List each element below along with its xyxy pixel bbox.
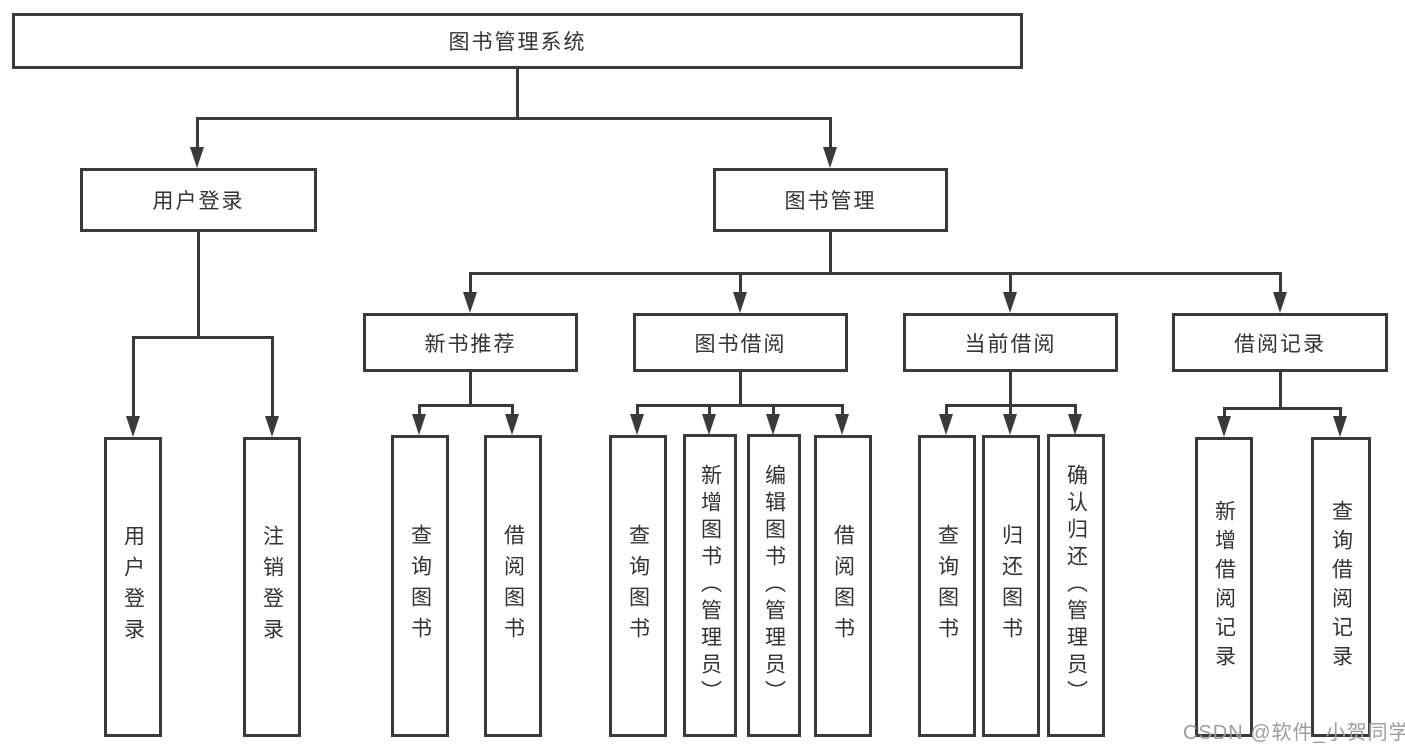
connector-line — [945, 404, 948, 415]
leaf-logout: 注销登录 — [243, 437, 301, 737]
connector-line — [841, 404, 844, 415]
leaf-borrow-books-borrowing: 借阅图书 — [814, 435, 872, 737]
arrowhead-down-icon — [1003, 414, 1017, 435]
leaf-add-books-admin: 新增图书（管理员） — [683, 434, 737, 737]
arrowhead-down-icon — [702, 414, 716, 435]
node-label: 用户登录 — [152, 190, 245, 213]
leaf-edit-books-admin: 编辑图书（管理员） — [747, 434, 801, 737]
arrowhead-down-icon — [265, 416, 279, 437]
leaf-label: 新增图书（管理员） — [698, 464, 722, 707]
connector-line — [511, 404, 514, 415]
leaf-query-books-current: 查询图书 — [918, 435, 976, 737]
leaf-label: 注销登录 — [260, 525, 284, 649]
leaf-label: 编辑图书（管理员） — [762, 464, 786, 707]
connector-line — [197, 232, 200, 339]
connector-line — [196, 117, 832, 120]
leaf-label: 新增借阅记录 — [1212, 500, 1236, 674]
node-label: 新书推荐 — [424, 332, 517, 356]
connector-line — [469, 372, 472, 407]
connector-line — [196, 117, 199, 149]
connector-line — [469, 272, 1281, 275]
connector-line — [1009, 404, 1012, 415]
connector-line — [1279, 272, 1282, 294]
arrowhead-down-icon — [1333, 416, 1347, 437]
connector-line — [418, 404, 514, 407]
arrowhead-down-icon — [1273, 292, 1287, 313]
connector-line — [1009, 372, 1012, 407]
node-user-login: 用户登录 — [80, 168, 317, 232]
arrowhead-down-icon — [630, 414, 644, 435]
connector-line — [829, 232, 832, 275]
connector-line — [1009, 272, 1012, 294]
arrowhead-down-icon — [823, 147, 837, 168]
node-book-management: 图书管理 — [713, 168, 948, 232]
leaf-label: 归还图书 — [999, 524, 1023, 648]
arrowhead-down-icon — [412, 414, 426, 435]
arrowhead-down-icon — [126, 416, 140, 437]
node-library-management-system: 图书管理系统 — [12, 13, 1023, 69]
arrowhead-down-icon — [835, 414, 849, 435]
node-current-borrowing: 当前借阅 — [903, 313, 1118, 372]
leaf-label: 借阅图书 — [831, 524, 855, 648]
leaf-label: 用户登录 — [121, 525, 145, 649]
arrowhead-down-icon — [1003, 292, 1017, 313]
connector-line — [739, 272, 742, 294]
connector-line — [132, 336, 274, 339]
arrowhead-down-icon — [766, 414, 780, 435]
leaf-label: 查询图书 — [408, 524, 432, 648]
connector-line — [1223, 407, 1342, 410]
connector-line — [418, 404, 421, 415]
connector-line — [739, 372, 742, 407]
connector-line — [636, 404, 843, 407]
connector-line — [636, 404, 639, 415]
node-label: 借阅记录 — [1234, 332, 1326, 356]
leaf-return-books: 归还图书 — [982, 435, 1040, 737]
arrowhead-down-icon — [1068, 414, 1082, 435]
arrowhead-down-icon — [463, 292, 477, 313]
arrowhead-down-icon — [939, 414, 953, 435]
connector-line — [772, 404, 775, 415]
leaf-query-borrow-record: 查询借阅记录 — [1311, 437, 1371, 737]
connector-line — [708, 404, 711, 415]
node-new-book-recommend: 新书推荐 — [363, 313, 578, 372]
node-label: 图书管理 — [784, 190, 877, 213]
connector-line — [132, 336, 135, 416]
connector-line — [1279, 372, 1282, 410]
connector-line — [516, 69, 519, 119]
node-label: 图书借阅 — [694, 332, 787, 356]
node-borrowing-records: 借阅记录 — [1172, 313, 1388, 372]
node-label: 图书管理系统 — [448, 31, 587, 54]
connector-line — [1074, 404, 1077, 415]
connector-line — [829, 117, 832, 149]
leaf-label: 查询图书 — [935, 524, 959, 648]
leaf-label: 借阅图书 — [501, 524, 525, 648]
leaf-query-books-borrowing: 查询图书 — [609, 435, 667, 737]
leaf-query-books-recommend: 查询图书 — [391, 435, 449, 737]
node-label: 当前借阅 — [964, 332, 1057, 356]
arrowhead-down-icon — [733, 292, 747, 313]
node-book-borrowing: 图书借阅 — [633, 313, 848, 372]
connector-line — [271, 336, 274, 416]
csdn-watermark: CSDN @软件_小贺同学 — [1183, 722, 1405, 744]
connector-line — [1223, 407, 1226, 417]
leaf-label: 确认归还（管理员） — [1064, 464, 1088, 707]
leaf-add-borrow-record: 新增借阅记录 — [1195, 437, 1253, 737]
arrowhead-down-icon — [190, 147, 204, 168]
leaf-label: 查询图书 — [626, 524, 650, 648]
leaf-borrow-books-recommend: 借阅图书 — [484, 435, 542, 737]
leaf-user-login: 用户登录 — [104, 437, 162, 737]
arrowhead-down-icon — [1217, 416, 1231, 437]
leaf-confirm-return-admin: 确认归还（管理员） — [1047, 434, 1105, 737]
connector-line — [469, 272, 472, 294]
arrowhead-down-icon — [505, 414, 519, 435]
leaf-label: 查询借阅记录 — [1329, 500, 1353, 674]
connector-line — [1339, 407, 1342, 417]
